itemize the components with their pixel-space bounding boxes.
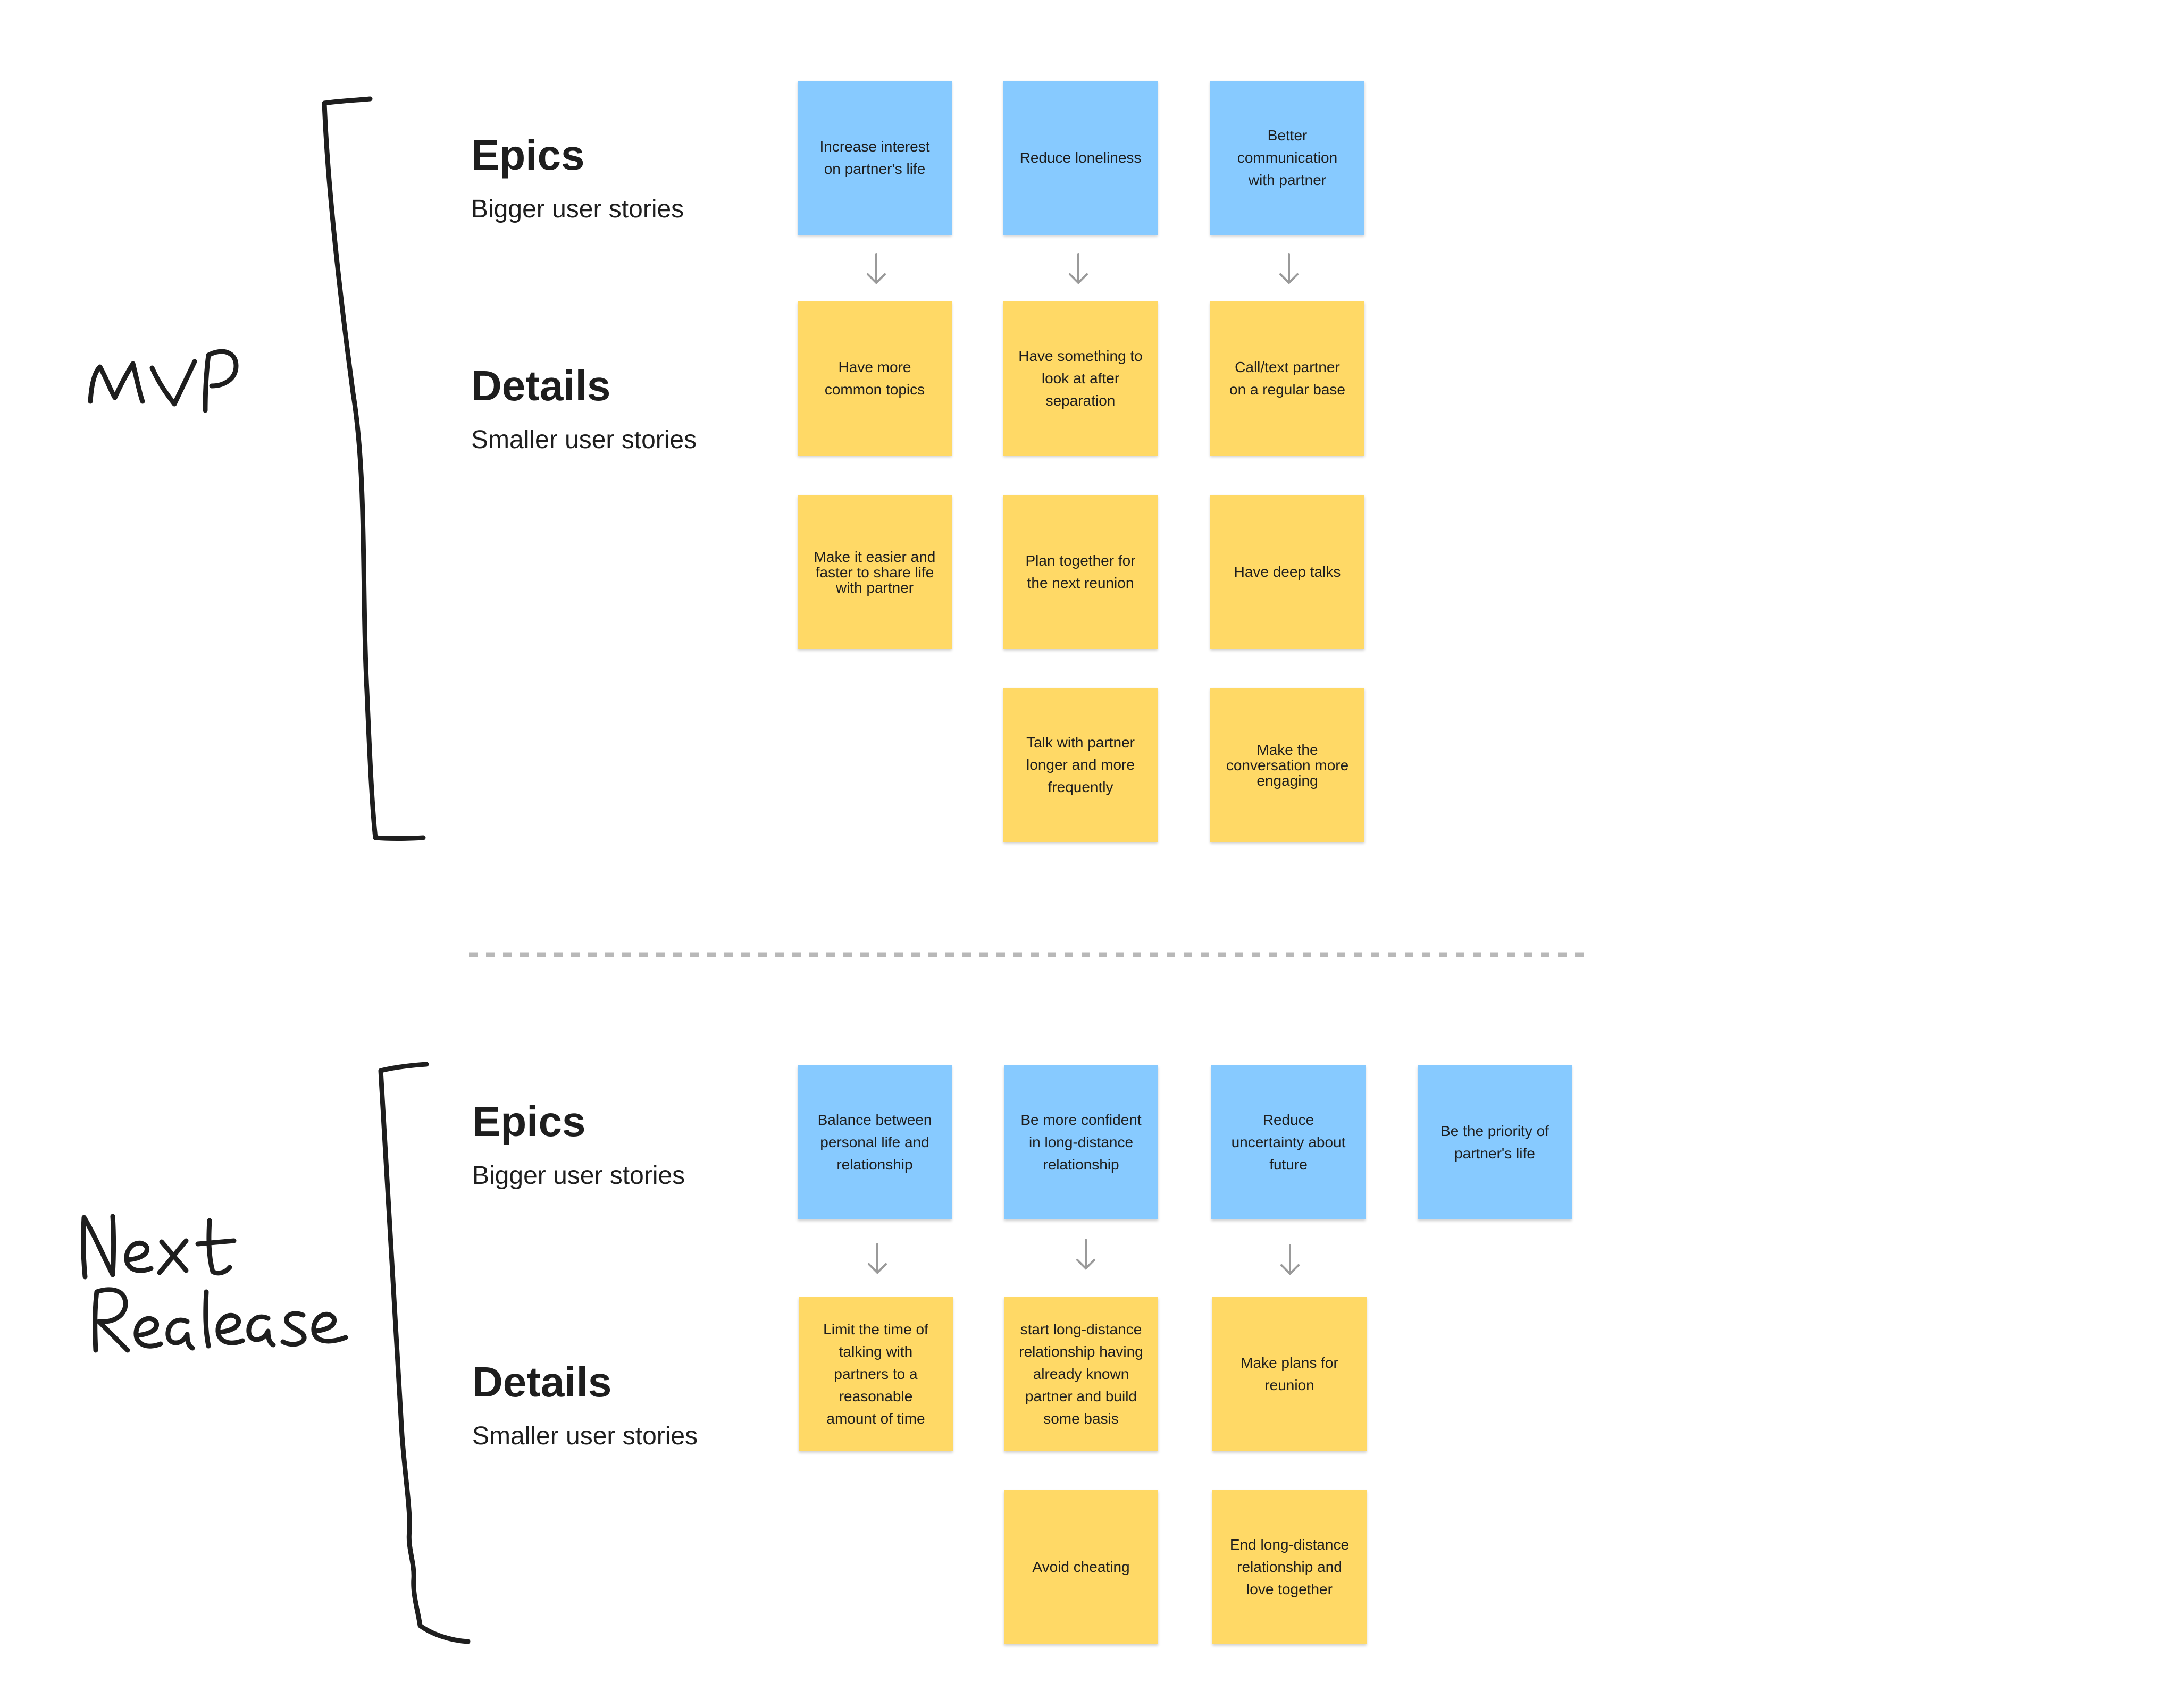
mvp-details-title: Details	[471, 362, 611, 409]
next-release-bracket	[378, 1062, 471, 1644]
detail-sticky-note[interactable]: Plan together for the next reunion	[1003, 495, 1158, 649]
sticky-note-text: Have deep talks	[1234, 563, 1341, 580]
epic-sticky-note[interactable]: Better communication with partner	[1210, 81, 1364, 235]
detail-sticky-note[interactable]: Make plans for reunion	[1212, 1297, 1367, 1451]
sticky-note-text: Talk with partner longer and more freque…	[1026, 734, 1135, 795]
sticky-note-text: Call/text partner on a regular base	[1229, 359, 1345, 398]
mvp-epics-title: Epics	[471, 131, 585, 179]
detail-sticky-note[interactable]: Make it easier and faster to share life …	[798, 495, 952, 649]
epic-sticky-note[interactable]: Be more confident in long-distance relat…	[1004, 1065, 1158, 1219]
detail-sticky-note[interactable]: Have something to look at after separati…	[1003, 301, 1158, 456]
sticky-note-text: Be more confident in long-distance relat…	[1020, 1112, 1142, 1173]
next-release-handwritten-label	[81, 1214, 348, 1353]
arrow-down-icon	[867, 253, 886, 284]
arrow-down-icon	[1279, 253, 1299, 284]
sticky-note-text: Balance between personal life and relati…	[817, 1112, 932, 1173]
sticky-note-text: Have something to look at after separati…	[1018, 348, 1143, 409]
next-release-epics-subtitle: Bigger user stories	[472, 1162, 685, 1190]
mvp-details-subtitle: Smaller user stories	[471, 426, 697, 454]
sticky-note-text: Make it easier and faster to share life …	[814, 548, 936, 596]
epic-sticky-note[interactable]: Be the priority of partner's life	[1418, 1065, 1572, 1219]
sticky-note-text: Better communication with partner	[1237, 127, 1338, 188]
arrow-down-icon	[868, 1243, 887, 1274]
sticky-note-text: End long-distance relationship and love …	[1229, 1536, 1350, 1597]
detail-sticky-note[interactable]: End long-distance relationship and love …	[1212, 1490, 1367, 1644]
epic-sticky-note[interactable]: Increase interest on partner's life	[798, 81, 952, 235]
arrow-down-icon	[1076, 1239, 1095, 1270]
mvp-epics-subtitle: Bigger user stories	[471, 195, 684, 223]
detail-sticky-note[interactable]: Have more common topics	[798, 301, 952, 456]
next-release-details-subtitle: Smaller user stories	[472, 1422, 698, 1450]
sticky-note-text: Reduce loneliness	[1019, 149, 1142, 166]
epic-sticky-note[interactable]: Reduce loneliness	[1003, 81, 1158, 235]
sticky-note-text: Make the conversation more engaging	[1226, 741, 1349, 789]
mvp-bracket	[322, 96, 426, 841]
detail-sticky-note[interactable]: Have deep talks	[1210, 495, 1364, 649]
epic-sticky-note[interactable]: Balance between personal life and relati…	[798, 1065, 952, 1219]
sticky-note-text: Be the priority of partner's life	[1440, 1123, 1549, 1162]
sticky-note-text: Reduce uncertainty about future	[1231, 1112, 1346, 1173]
detail-sticky-note[interactable]: Limit the time of talking with partners …	[799, 1297, 953, 1451]
detail-sticky-note[interactable]: Call/text partner on a regular base	[1210, 301, 1364, 456]
mvp-handwritten-label	[88, 349, 239, 413]
sticky-note-text: Have more common topics	[824, 359, 925, 398]
next-release-arrows	[868, 1239, 1300, 1275]
next-release-epics-title: Epics	[472, 1098, 586, 1145]
sticky-note-text: Plan together for the next reunion	[1025, 552, 1136, 591]
detail-sticky-note[interactable]: Make the conversation more engaging	[1210, 688, 1364, 842]
sticky-note-text: Make plans for reunion	[1241, 1354, 1338, 1393]
detail-sticky-note[interactable]: start long-distance relationship having …	[1004, 1297, 1158, 1451]
mvp-arrows	[867, 253, 1299, 284]
sticky-note-text: start long-distance relationship having …	[1019, 1321, 1143, 1427]
sticky-note-text: Limit the time of talking with partners …	[823, 1321, 928, 1427]
sticky-note-text: Increase interest on partner's life	[819, 138, 930, 177]
detail-sticky-note[interactable]: Avoid cheating	[1004, 1490, 1158, 1644]
next-release-details-title: Details	[472, 1358, 612, 1406]
arrow-down-icon	[1280, 1244, 1300, 1275]
arrow-down-icon	[1069, 253, 1088, 284]
detail-sticky-note[interactable]: Talk with partner longer and more freque…	[1003, 688, 1158, 842]
epic-sticky-note[interactable]: Reduce uncertainty about future	[1211, 1065, 1366, 1219]
sticky-note-text: Avoid cheating	[1032, 1559, 1130, 1575]
